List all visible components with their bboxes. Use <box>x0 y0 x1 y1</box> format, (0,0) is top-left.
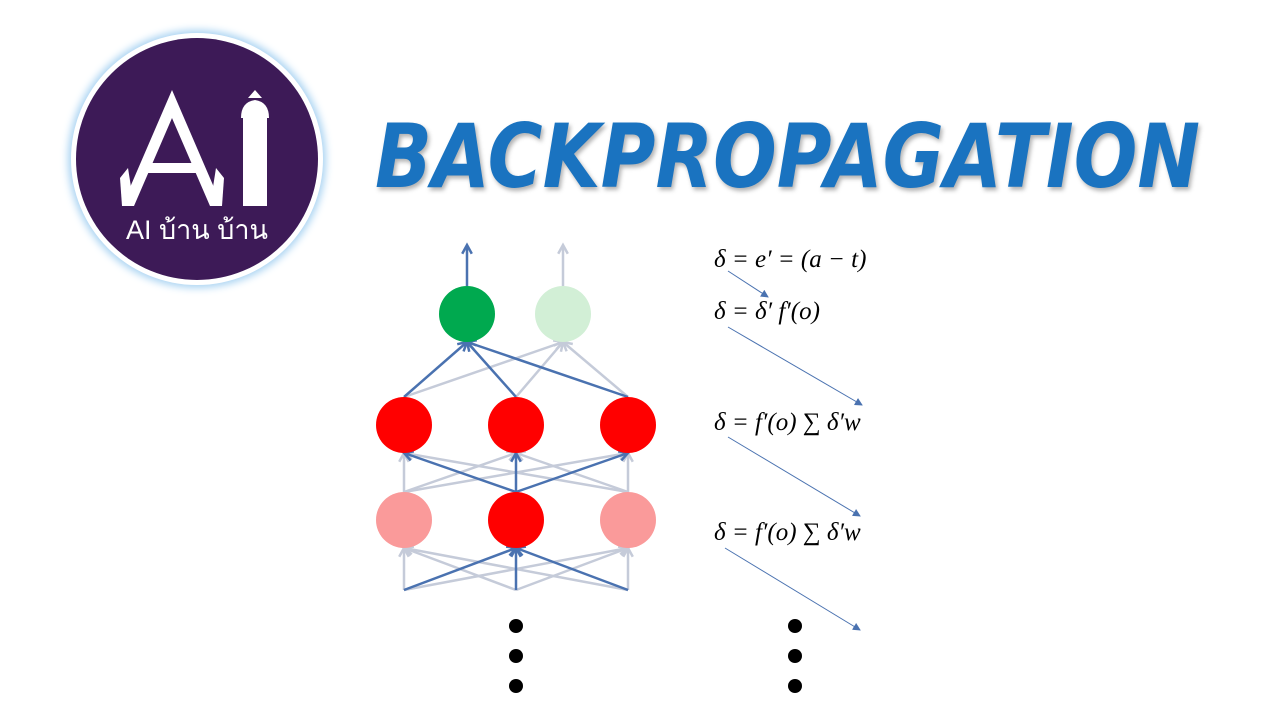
hidden-neuron-inactive <box>376 492 432 548</box>
flow-arrow <box>727 326 863 406</box>
hidden-neuron-inactive <box>600 492 656 548</box>
equation-output-error: δ = e′ = (a − t) <box>714 246 867 273</box>
continuation-dots-equations <box>788 619 802 693</box>
equation-hidden-delta-1: δ = f′(o) ∑ δ′w <box>714 409 861 436</box>
flow-arrow <box>724 547 861 631</box>
active-edge <box>515 451 629 494</box>
hidden-neuron-active <box>376 397 432 453</box>
arrowhead <box>461 242 473 255</box>
delta-flow-arrows <box>724 270 863 631</box>
active-edge <box>515 546 629 592</box>
hidden-neuron-active <box>488 492 544 548</box>
active-edge <box>466 341 517 398</box>
active-edge <box>403 451 517 494</box>
inactive-edge <box>562 341 629 398</box>
hidden-neuron-active <box>600 397 656 453</box>
active-edge <box>403 546 517 592</box>
inactive-edge <box>515 341 564 398</box>
ai-baan-baan-logo: AI บ้าน บ้าน <box>76 38 318 280</box>
active-edge <box>403 341 468 398</box>
equation-output-delta: δ = δ′ f′(o) <box>714 298 820 325</box>
logo-mark-icon <box>120 90 269 206</box>
output-neuron-inactive <box>535 286 591 342</box>
network-nodes <box>376 286 656 548</box>
continuation-dots-network <box>509 619 523 693</box>
flow-arrow <box>727 436 861 517</box>
active-edge <box>466 340 629 399</box>
network-edges <box>398 242 634 592</box>
flow-arrow <box>727 270 769 298</box>
inactive-edge <box>403 340 564 399</box>
arrowhead <box>557 242 569 255</box>
logo-text: AI บ้าน บ้าน <box>125 215 269 245</box>
hidden-neuron-active <box>488 397 544 453</box>
title: BACKPROPAGATION <box>375 105 1200 208</box>
equation-hidden-delta-2: δ = f′(o) ∑ δ′w <box>714 519 861 546</box>
output-neuron-active <box>439 286 495 342</box>
